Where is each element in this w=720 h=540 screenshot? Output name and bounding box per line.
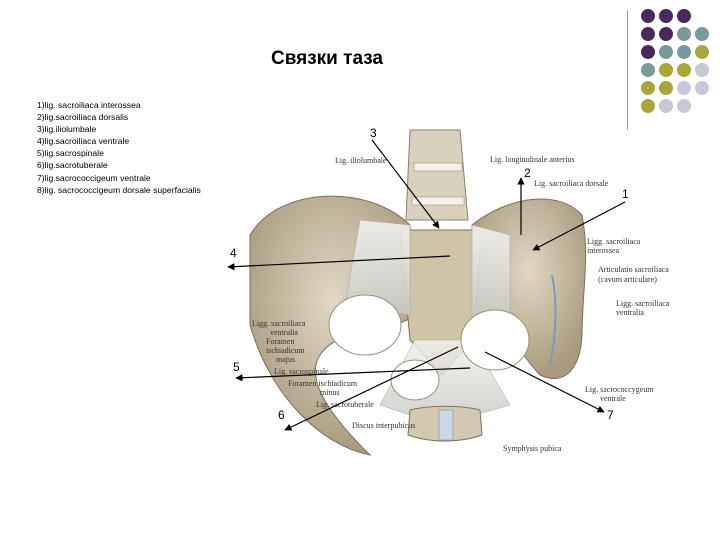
decorative-dot [641,63,655,77]
decorative-dot [659,27,673,41]
label-ligg-ventralia-left: Ligg. sacroiliaca [252,319,306,328]
label-articulatio: Articulatio sacroiliaca [598,265,669,274]
label-lig-sacrospinale: Lig. sacrospinale [274,367,329,376]
legend-item-6: 6)lig.sacrotuberale [37,160,108,171]
decorative-dot [695,27,709,41]
legend-item-8: 8)lig. sacrococcigeum dorsale superfacia… [37,184,201,195]
label-foramen-majus-line3: majus [276,355,296,364]
legend-item-2: 2)lig.sacroiliaca dorsalis [37,112,129,123]
arrow-1 [532,201,626,251]
arrow-7 [484,351,605,413]
lumbar-disc [413,162,463,172]
label-ligg-ventralia-right: Ligg. sacroiliaca [616,299,670,308]
decorative-dot [641,99,655,113]
pointer-number-1: 1 [622,187,629,201]
pointer-number-2: 2 [524,166,531,180]
decorative-dot [695,45,709,59]
legend-item-7: 7)lig.sacrococcigeum ventrale [37,172,151,183]
decorative-dot [641,81,655,95]
label-lig-sacroiliaca-dorsale: Lig. sacroiliaca dorsale [534,179,609,188]
decorative-dot [659,81,673,95]
legend-item-3: 3)lig.iliolumbale [37,124,97,135]
foramen-obturatum-right [460,309,530,371]
discus-interpubicus [438,409,454,441]
decorative-dot [695,81,709,95]
label-ligg-interossea-line2: interossea [587,246,619,255]
arrow-3 [371,139,440,229]
label-articulatio-line2: (cavum articulare) [598,275,657,284]
label-lig-sacrotuberale: Lig. sacrotuberale [316,400,374,409]
decorative-dot [641,27,655,41]
label-lig-sacrococcygeum: Lig. sacrococcygeum [585,385,654,394]
label-foramen-minus: Foramen ischiadicum [288,379,358,388]
legend-item-4: 4)lig.sacroiliaca ventrale [37,136,130,147]
foramen-ischiadicum-majus [328,294,402,356]
pointer-number-5: 5 [233,360,240,374]
decorative-dot [659,9,673,23]
legend-item-1: 1)lig. sacroiliaca interossea [37,100,141,110]
sacroiliac-joint-line [549,274,557,366]
pointer-number-6: 6 [278,408,285,422]
pointer-number-4: 4 [230,246,237,260]
label-foramen-majus-line2: ischiadicum [266,346,305,355]
decorative-dot [677,63,691,77]
decorative-dot [659,63,673,77]
label-ligg-interossea: Ligg. sacroiliaca [587,237,641,246]
decorative-dot-grid [641,9,709,113]
decorative-dot [677,99,691,113]
decorative-dot [641,9,655,23]
decorative-divider-line [627,10,628,130]
label-discus-interpubicus: Discus interpubicus [352,421,416,430]
ligament-legend: 1)lig. sacroiliaca interossea 2)lig.sacr… [37,99,201,196]
pelvis-drawing [249,129,587,456]
label-lig-longitudinale: Lig. longitudinale anterius [490,155,575,164]
label-foramen-majus: Foramen [266,337,295,346]
decorative-dot [677,27,691,41]
decorative-dot [677,9,691,23]
legend-item-5: 5)lig.sacrospinale [37,148,104,159]
pelvis-ligaments-illustration [210,125,660,460]
pointer-number-3: 3 [370,126,377,140]
pointer-number-7: 7 [607,408,614,422]
decorative-dot [677,81,691,95]
decorative-dot [677,45,691,59]
label-lig-sacrococcygeum-line2: ventrale [600,394,626,403]
arrow-5 [235,367,471,382]
label-foramen-minus-line2: minus [320,388,340,397]
label-symphysis-pubica: Symphysis pubica [503,444,562,453]
arrow-6 [284,346,459,431]
ligament-sheet-left [344,219,411,316]
slide-title: Связки таза [270,48,383,69]
decorative-dot [641,45,655,59]
arrow-4 [227,255,451,271]
label-ligg-ventralia-right-line2: ventralia [616,308,644,317]
decorative-dot [659,45,673,59]
decorative-dot [659,99,673,113]
label-ligg-ventralia-left-line2: ventralia [270,328,298,337]
lumbar-disc [411,196,465,206]
label-lig-iliolumbale: Lig. iliolumbale [335,156,387,165]
decorative-dot [695,63,709,77]
